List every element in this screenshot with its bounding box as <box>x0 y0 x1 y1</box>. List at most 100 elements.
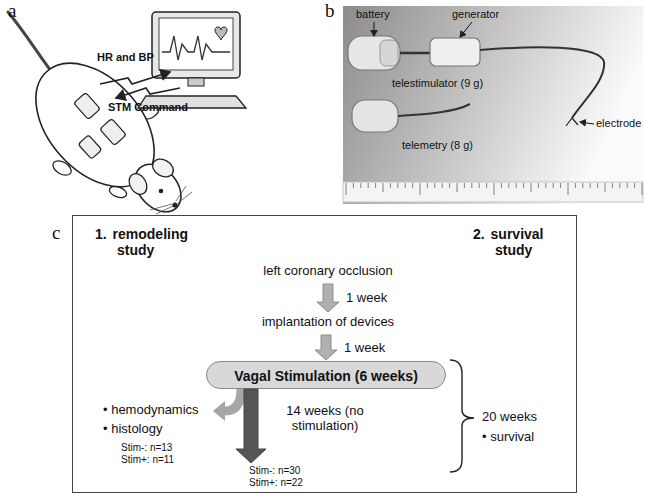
leader-arrow <box>374 22 375 36</box>
cable <box>400 52 430 55</box>
signal-label: HR and BP <box>97 51 154 63</box>
ruler-tick <box>627 183 628 188</box>
device-photo <box>343 6 643 204</box>
flow-arrow <box>236 389 266 463</box>
step-node: implantation of devices <box>223 313 433 333</box>
sample-size: Stim+: n=22 <box>249 477 303 488</box>
part-label: telemetry (8 g) <box>402 139 473 151</box>
rat-ear <box>149 156 176 181</box>
ruler-tick <box>464 183 465 188</box>
ruler-tick <box>590 183 591 188</box>
ruler-tick <box>383 183 384 192</box>
ruler-tick <box>486 183 487 188</box>
rat-eye <box>159 189 164 194</box>
edge-label: 1 week <box>344 340 385 355</box>
telemetry-cable <box>398 104 470 116</box>
ruler-tick <box>523 183 524 188</box>
bullet-item: • histology <box>103 421 162 436</box>
ruler-tick <box>346 183 347 195</box>
ruler-tick <box>375 183 376 188</box>
ruler-tick <box>553 183 554 188</box>
rat-head <box>126 155 190 221</box>
bullet-item: • hemodynamics <box>103 402 199 417</box>
flow-arrow <box>315 335 337 360</box>
sample-size: Stim-: n=13 <box>121 442 172 453</box>
monitor-stand <box>188 78 204 86</box>
ruler-tick <box>457 183 458 192</box>
command-arrow <box>116 88 180 98</box>
ruler <box>343 182 643 202</box>
ruler-tick <box>449 183 450 188</box>
study-heading: 1. remodeling study <box>95 226 207 258</box>
generator-box <box>430 38 480 66</box>
sample-size: Stim-: n=30 <box>249 465 300 476</box>
ruler-tick <box>568 183 569 195</box>
block-arrow <box>317 284 339 312</box>
ruler-tick <box>575 183 576 188</box>
ruler-tick <box>582 183 583 188</box>
ruler-tick <box>442 183 443 188</box>
ruler-tick <box>412 183 413 188</box>
leader-arrow <box>460 22 472 37</box>
monitor-screen <box>159 18 233 70</box>
outcome-label: • survival <box>482 429 534 444</box>
part-label: generator <box>452 8 499 20</box>
flow-arrow <box>213 389 241 421</box>
panel-frame: left coronary occlusion implantation of d… <box>72 215 577 493</box>
step-node: left coronary occlusion <box>223 262 433 282</box>
ruler-tick <box>427 183 428 188</box>
battery-capsule <box>348 36 400 70</box>
block-arrow <box>315 335 337 360</box>
ruler-tick <box>516 183 517 188</box>
implanted-device <box>78 135 102 159</box>
part-label: electrode <box>596 117 641 129</box>
signal-arrow <box>100 72 170 84</box>
ruler-tick <box>397 183 398 188</box>
ruler-tick <box>597 183 598 188</box>
edge-label: 14 weeks (no stimulation) <box>275 403 375 433</box>
photo-background <box>343 6 643 204</box>
ruler-tick <box>390 183 391 188</box>
ruler-tick <box>494 183 495 195</box>
ruler-tick <box>545 183 546 188</box>
ruler-tick <box>471 183 472 188</box>
ruler-tick <box>605 183 606 192</box>
ruler-tick <box>434 183 435 188</box>
ruler-tick <box>531 183 532 192</box>
battery-cap <box>380 40 398 66</box>
arrow-head <box>213 401 225 421</box>
ruler-tick <box>501 183 502 188</box>
ruler-tick <box>642 183 643 195</box>
panel-letter: a <box>8 0 16 22</box>
process-label: Vagal Stimulation (6 weeks) <box>207 368 445 384</box>
rat-ear <box>126 170 151 197</box>
monitor-frame <box>152 12 240 78</box>
block-arrow <box>236 389 266 463</box>
waveform <box>162 36 230 60</box>
curved-arrow <box>225 389 241 411</box>
heart-symbol <box>215 27 227 40</box>
electrode-lead <box>480 47 604 118</box>
ruler-tick <box>368 183 369 188</box>
rat-nose <box>172 202 177 207</box>
telemetry-capsule <box>352 100 398 132</box>
electrode-tip <box>566 118 578 126</box>
duration-label: 20 weeks <box>482 409 537 424</box>
flow-arrow <box>317 284 339 312</box>
implanted-device <box>100 118 127 145</box>
edge-label: 1 week <box>346 290 387 305</box>
ruler-tick <box>619 183 620 188</box>
ruler-tick <box>353 183 354 188</box>
command-label: STM Command <box>108 101 188 113</box>
ruler-ticks <box>346 183 642 195</box>
ruler-tick <box>479 183 480 188</box>
step-label: left coronary occlusion <box>223 263 433 278</box>
brace <box>450 360 474 472</box>
ruler-tick <box>560 183 561 188</box>
ruler-tick <box>612 183 613 188</box>
ruler-tick <box>360 183 361 188</box>
sample-size: Stim+: n=11 <box>121 454 174 465</box>
outcome-node: • hemodynamics • histologyStim-: n=13Stim… <box>103 402 211 474</box>
ruler-tick <box>405 183 406 188</box>
